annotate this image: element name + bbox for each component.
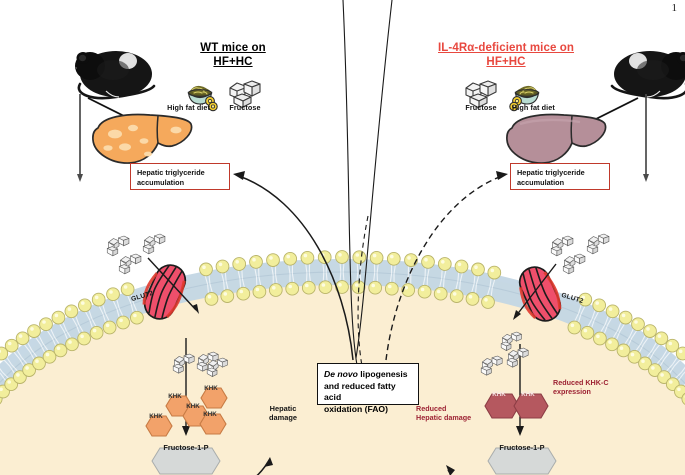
solid-arrow-icon xyxy=(515,263,557,317)
khk-enzyme-hexagon-icon xyxy=(484,393,549,419)
left-high-fat-diet-label: High fat diet xyxy=(167,103,210,112)
left-outcome-line1: Hepatic triglyceride xyxy=(137,168,205,177)
right-fructose-label: Fructose xyxy=(465,103,497,112)
left-panel-title: WT mice on HF+HC xyxy=(168,42,298,69)
reduced-hepatic-damage-label: Reduced Hepatic damage xyxy=(416,404,494,422)
right-high-fat-diet-label: High fat diet xyxy=(512,103,555,112)
fructose-1-p-shape xyxy=(487,447,557,475)
left-outcome-line2: accumulation xyxy=(137,177,185,187)
page-number-top-right: 1 xyxy=(671,2,678,14)
fructose-1-p-label-right: Fructose-1-P xyxy=(499,443,545,452)
mouse-icon xyxy=(74,51,156,100)
membrane-outer-heads xyxy=(0,250,685,361)
hepatic-damage-label-left: Hepatic damage xyxy=(252,404,314,422)
de-novo-line2: and reduced fatty acid xyxy=(324,380,396,403)
mouse-icon xyxy=(610,51,685,100)
reduced-khk-c-line1: Reduced KHK-C xyxy=(553,378,609,387)
fructose-cubes-icon xyxy=(229,80,261,109)
de-novo-italic: De novo xyxy=(324,369,358,379)
de-novo-line1: De novo lipogenesis xyxy=(324,369,412,381)
reduced-hepatic-damage-line2: Hepatic damage xyxy=(416,413,472,422)
fructose-molecule-icon xyxy=(550,233,610,275)
left-panel-title-line2: HF+HC xyxy=(213,55,253,68)
khk-label: KHK xyxy=(149,413,163,420)
khk-label: KHK xyxy=(203,411,217,418)
left-outcome-box: Hepatic triglyceride accumulation xyxy=(130,163,230,190)
left-panel-title-line1: WT mice on xyxy=(200,42,266,54)
khk-label: KHK xyxy=(492,391,506,398)
fructose-molecule-icon xyxy=(172,351,219,374)
liver-icon xyxy=(92,113,193,164)
pathway-line-solid xyxy=(342,0,361,381)
fructose-molecule-icon xyxy=(500,331,522,351)
dashed-arrow-icon xyxy=(385,171,508,361)
reduced-hepatic-damage-line1: Reduced xyxy=(416,404,447,413)
khk-label: KHK xyxy=(521,391,535,398)
de-novo-rest: lipogenesis xyxy=(357,369,408,379)
high-fat-diet-bowl-icon xyxy=(187,85,218,112)
glut2-transporter-icon xyxy=(142,264,187,320)
solid-arrow-icon xyxy=(147,257,197,311)
right-outcome-line1: Hepatic triglyceride xyxy=(517,168,585,177)
liver-icon xyxy=(506,113,607,164)
right-outcome-line2: accumulation xyxy=(517,177,565,187)
fructose-1-p-label-left: Fructose-1-P xyxy=(163,443,209,452)
reduced-khk-c-expression-label: Reduced KHK-C expression xyxy=(553,378,637,396)
right-outcome-box: Hepatic triglyceride accumulation xyxy=(510,163,610,190)
hepatic-damage-line1: Hepatic xyxy=(269,404,297,413)
right-panel-title-line2: HF+HC xyxy=(486,55,526,68)
fructose-1-p-shape xyxy=(151,447,221,475)
pathway-line-dashed xyxy=(357,215,369,367)
de-novo-lipogenesis-box: De novo lipogenesis and reduced fatty ac… xyxy=(317,363,419,414)
fructose-molecule-icon xyxy=(480,347,529,376)
pathway-line-solid xyxy=(355,0,393,359)
solid-arrow-icon xyxy=(256,461,269,475)
high-fat-diet-bowl-icon xyxy=(509,85,540,112)
khk-label: KHK xyxy=(168,393,182,400)
solid-arrow-icon xyxy=(233,171,354,361)
khk-label: KHK xyxy=(204,385,218,392)
reduced-khk-c-line2: expression xyxy=(553,387,591,396)
fructose-molecule-icon xyxy=(206,357,228,377)
hepatic-damage-line2: damage xyxy=(269,413,297,422)
khk-enzyme-hexagon-icon xyxy=(145,387,228,437)
khk-label: KHK xyxy=(186,403,200,410)
left-fructose-label: Fructose xyxy=(229,103,261,112)
fructose-cubes-icon xyxy=(465,80,497,109)
right-panel-title: IL-4Rα-deficient mice on HF+HC xyxy=(418,42,594,69)
membrane-inner-heads xyxy=(0,280,685,405)
de-novo-line3: oxidation (FAO) xyxy=(324,403,388,414)
right-panel-title-line1: IL-4Rα-deficient mice on xyxy=(438,42,574,54)
fructose-molecule-icon xyxy=(106,233,166,275)
